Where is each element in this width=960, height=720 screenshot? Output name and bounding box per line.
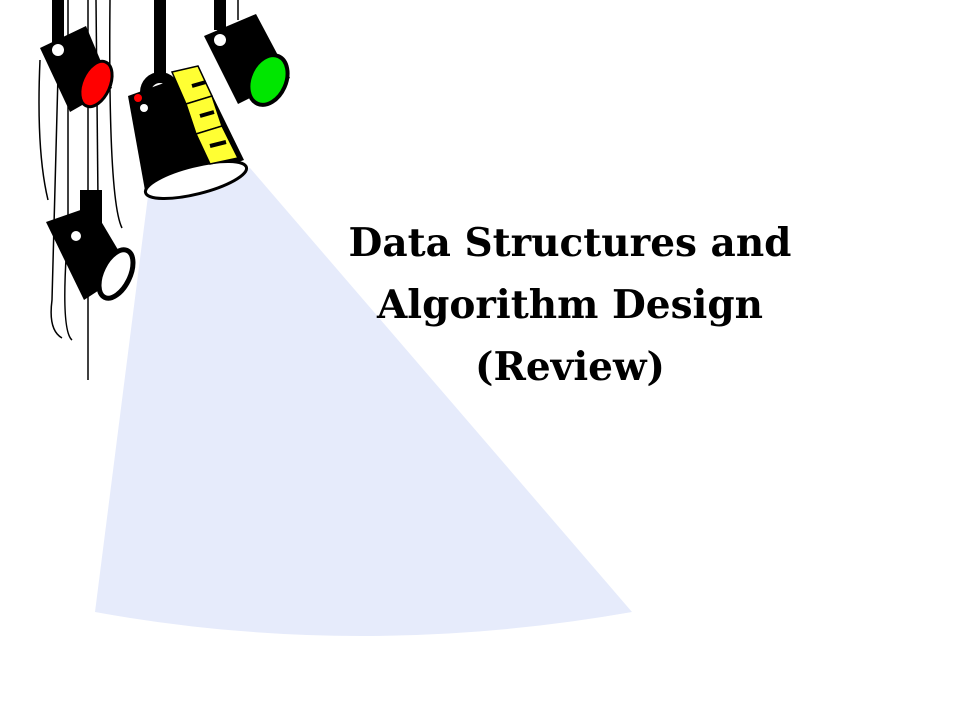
spotlight-green — [204, 0, 290, 107]
slide-title: Data Structures and Algorithm Design (Re… — [300, 212, 840, 398]
light-beam — [95, 168, 632, 636]
spotlight-white — [46, 190, 136, 301]
title-line-3: (Review) — [475, 344, 665, 390]
spotlight-red — [40, 0, 114, 112]
spotlight-main — [128, 0, 249, 201]
title-line-2: Algorithm Design — [377, 282, 763, 328]
title-line-1: Data Structures and — [348, 220, 792, 266]
